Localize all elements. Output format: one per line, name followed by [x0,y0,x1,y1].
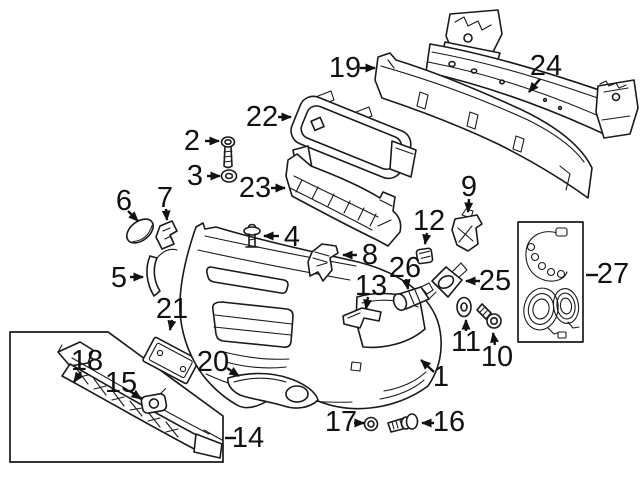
leader-arrow [401,278,411,290]
part-upper-grille-duct [290,90,417,180]
callout-13: 13 [355,270,387,310]
part-reinforcement-bar [425,9,639,139]
part-lower-grille [285,145,402,247]
callout-10: 10 [481,332,513,373]
part-push-clip-4 [243,223,261,248]
leader-arrow [422,232,432,245]
callout-20: 20 [197,346,240,378]
callout-number: 21 [156,293,188,325]
part-air-dam-18 [57,341,223,459]
callout-2: 2 [184,125,220,157]
part-sensor-holder-25 [428,262,468,300]
callout-8: 8 [342,239,378,271]
callout-4: 4 [263,221,300,253]
callout-12: 12 [413,205,445,245]
part-fog-trim-20 [227,372,319,409]
callout-11: 11 [451,319,481,358]
callout-19: 19 [329,52,376,84]
callout-number: 23 [239,172,271,204]
part-bolt-16 [387,413,419,433]
callout-number: 12 [413,205,445,237]
callout-14: 14 [225,422,264,454]
leader-arrow [464,198,474,213]
leader-arrow [161,208,171,221]
callout-16: 16 [421,406,465,438]
callout-9: 9 [461,171,477,213]
part-parking-sensor-26 [392,282,434,311]
part-washer-17 [363,416,379,432]
callout-7: 7 [157,182,173,221]
leader-arrow [73,371,84,383]
callout-number: 6 [116,185,132,217]
callout-number: 19 [329,52,361,84]
callout-number: 20 [197,346,229,378]
leader-arrow [363,296,373,310]
callout-27: 27 [586,258,629,290]
leader-arrow [490,332,500,346]
callout-18: 18 [71,345,103,383]
part-grommet-11 [456,296,472,318]
callout-5: 5 [111,262,144,294]
part-washer-cover-6 [126,218,154,244]
callout-number: 27 [597,258,629,290]
part-cover-bracket-7 [155,220,178,250]
leader-arrow [528,78,541,93]
callout-23: 23 [239,172,286,204]
callout-number: 22 [246,101,278,133]
part-washer-3 [220,169,238,183]
part-energy-absorber [374,52,593,199]
callout-number: 9 [461,171,477,203]
part-bumper-cover [179,222,442,410]
part-bracket-9 [451,208,483,252]
callout-number: 24 [530,50,562,82]
part-trim-moulding-5 [146,248,178,297]
part-screw-10 [476,303,502,329]
leader-arrow [167,319,177,331]
part-harness-kit-27 [517,221,584,343]
callout-25: 25 [465,265,511,297]
callout-number: 3 [187,160,203,192]
part-bracket-8 [307,243,339,282]
callout-number: 7 [157,182,173,214]
callout-3: 3 [187,160,221,192]
callout-22: 22 [246,101,292,133]
callout-number: 26 [389,252,421,284]
callout-26: 26 [389,252,421,290]
callout-number: 4 [284,221,300,253]
callout-number: 13 [355,270,387,302]
callout-24: 24 [528,50,562,93]
part-screw-2 [220,136,236,169]
callout-6: 6 [116,185,139,222]
callout-number: 25 [479,265,511,297]
callout-number: 18 [71,345,103,377]
part-clip-nut-12 [415,247,434,265]
callout-number: 15 [105,367,137,399]
callout-17: 17 [325,406,365,438]
callout-number: 1 [433,361,449,393]
callout-21: 21 [156,293,188,331]
callout-number: 2 [184,125,200,157]
callout-1: 1 [420,359,449,393]
part-clip-15 [140,388,168,414]
callout-number: 10 [481,341,513,373]
callout-number: 16 [433,406,465,438]
callout-number: 5 [111,262,127,294]
callout-number: 14 [232,422,264,454]
leader-arrow [129,389,142,400]
leader-arrow [420,359,435,373]
leader-arrow [127,210,139,222]
callout-number: 8 [362,239,378,271]
callout-number: 11 [451,326,481,358]
part-license-bracket-21 [142,336,200,385]
leader-arrow [226,366,240,377]
callout-15: 15 [105,367,142,400]
callout-number: 17 [325,406,357,438]
